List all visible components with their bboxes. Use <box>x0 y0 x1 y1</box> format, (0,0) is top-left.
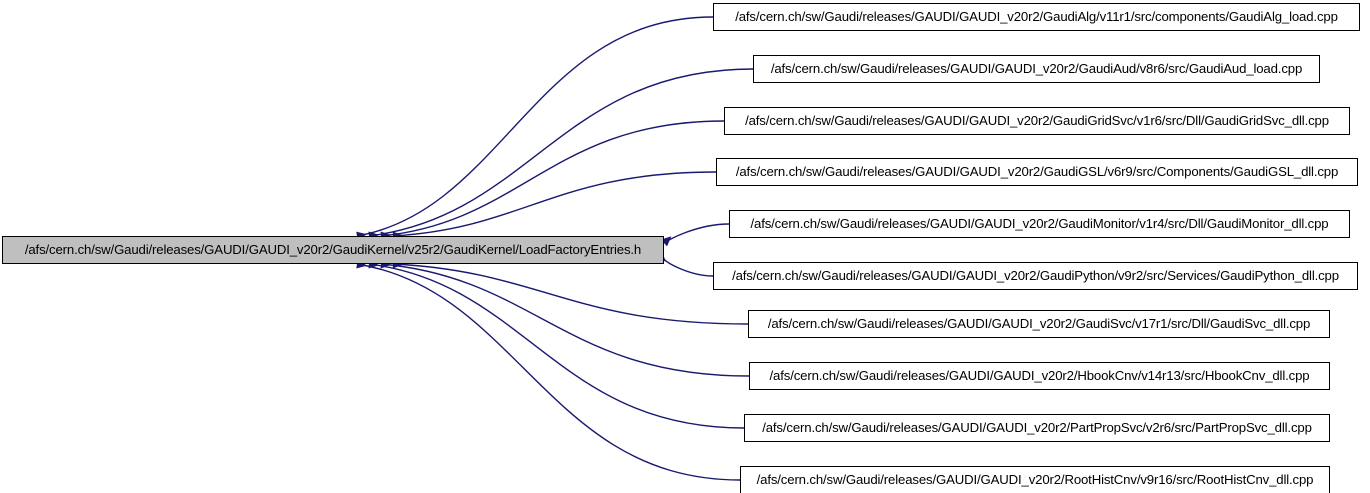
node-dependent-7[interactable]: /afs/cern.ch/sw/Gaudi/releases/GAUDI/GAU… <box>749 362 1330 390</box>
edge-5-to-center <box>654 252 714 277</box>
node-label: /afs/cern.ch/sw/Gaudi/releases/GAUDI/GAU… <box>756 472 1314 488</box>
edge-3-to-center <box>392 171 717 241</box>
edge-6-to-center <box>392 259 749 325</box>
node-dependent-6[interactable]: /afs/cern.ch/sw/Gaudi/releases/GAUDI/GAU… <box>748 310 1330 338</box>
edge-1-to-center <box>368 68 754 241</box>
edge-8-to-center <box>368 259 745 429</box>
node-dependent-1[interactable]: /afs/cern.ch/sw/Gaudi/releases/GAUDI/GAU… <box>753 55 1320 83</box>
edge-7-to-center <box>380 259 750 377</box>
node-label: /afs/cern.ch/sw/Gaudi/releases/GAUDI/GAU… <box>767 316 1311 332</box>
node-dependent-8[interactable]: /afs/cern.ch/sw/Gaudi/releases/GAUDI/GAU… <box>744 414 1330 442</box>
node-label: /afs/cern.ch/sw/Gaudi/releases/GAUDI/GAU… <box>24 242 642 258</box>
node-dependent-0[interactable]: /afs/cern.ch/sw/Gaudi/releases/GAUDI/GAU… <box>713 3 1360 31</box>
node-label: /afs/cern.ch/sw/Gaudi/releases/GAUDI/GAU… <box>735 9 1338 25</box>
node-label: /afs/cern.ch/sw/Gaudi/releases/GAUDI/GAU… <box>770 61 1303 77</box>
node-label: /afs/cern.ch/sw/Gaudi/releases/GAUDI/GAU… <box>769 368 1310 384</box>
node-label: /afs/cern.ch/sw/Gaudi/releases/GAUDI/GAU… <box>735 164 1339 180</box>
node-dependent-4[interactable]: /afs/cern.ch/sw/Gaudi/releases/GAUDI/GAU… <box>729 210 1350 238</box>
edge-9-to-center <box>356 259 741 481</box>
node-dependent-2[interactable]: /afs/cern.ch/sw/Gaudi/releases/GAUDI/GAU… <box>724 107 1350 135</box>
node-label: /afs/cern.ch/sw/Gaudi/releases/GAUDI/GAU… <box>762 420 1312 436</box>
edge-0-to-center <box>356 16 714 241</box>
node-label: /afs/cern.ch/sw/Gaudi/releases/GAUDI/GAU… <box>750 216 1329 232</box>
node-dependent-5[interactable]: /afs/cern.ch/sw/Gaudi/releases/GAUDI/GAU… <box>713 262 1358 290</box>
edge-4-to-center <box>660 223 730 247</box>
node-dependent-9[interactable]: /afs/cern.ch/sw/Gaudi/releases/GAUDI/GAU… <box>740 466 1330 493</box>
edge-2-to-center <box>380 120 725 241</box>
node-label: /afs/cern.ch/sw/Gaudi/releases/GAUDI/GAU… <box>745 113 1329 129</box>
node-current-loadfactoryentries-h[interactable]: /afs/cern.ch/sw/Gaudi/releases/GAUDI/GAU… <box>2 236 664 264</box>
node-dependent-3[interactable]: /afs/cern.ch/sw/Gaudi/releases/GAUDI/GAU… <box>716 158 1358 186</box>
node-label: /afs/cern.ch/sw/Gaudi/releases/GAUDI/GAU… <box>732 268 1339 284</box>
